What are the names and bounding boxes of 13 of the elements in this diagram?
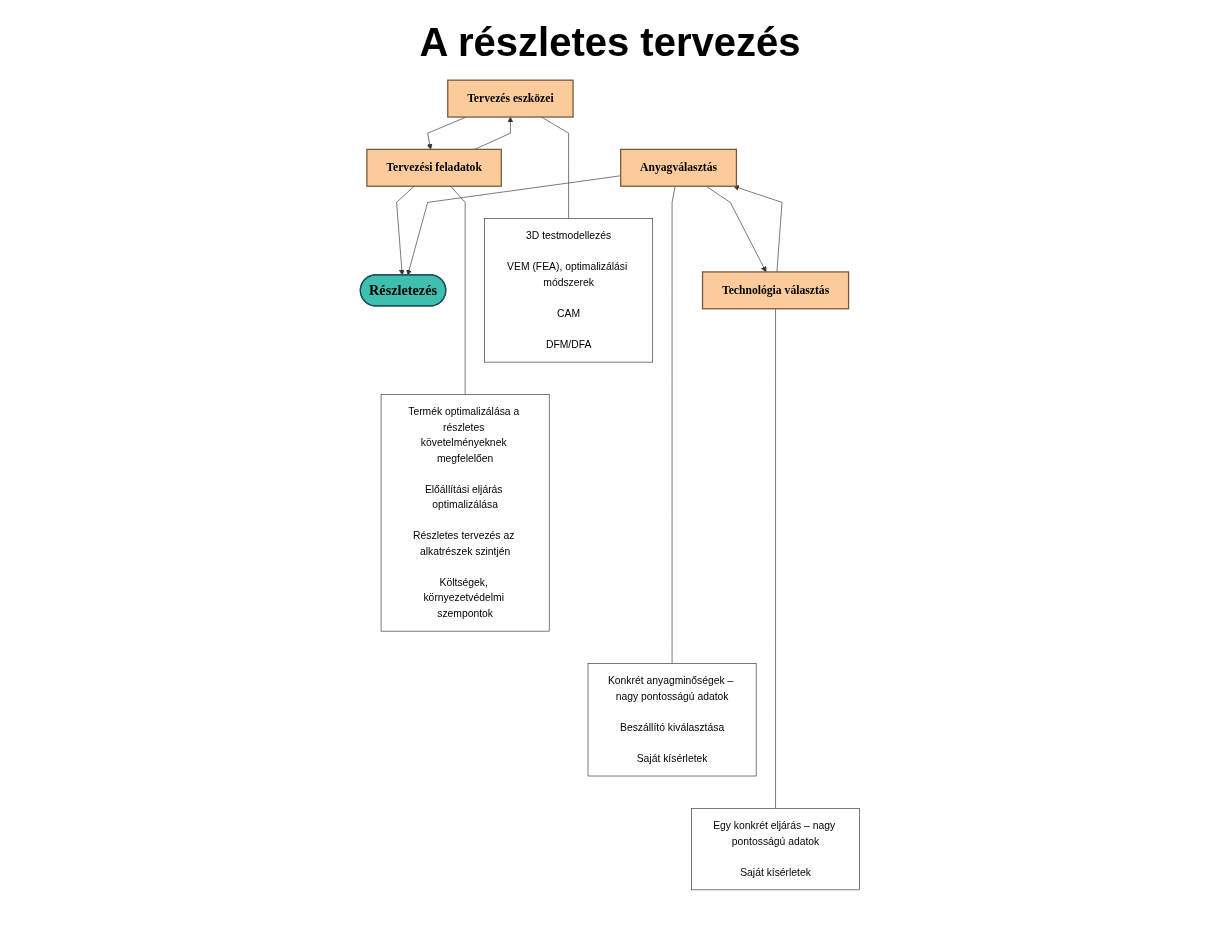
- connector: [450, 185, 466, 395]
- connector: [541, 116, 569, 219]
- connector: [775, 308, 776, 809]
- node-box: 3D testmodellezés VEM (FEA), optimalizálási módszerek CAM DFM/DFA: [484, 218, 653, 363]
- node-box: Termék optimalizálása a részletes követelményeknek megfelelően Előállítási eljárás optimalizálása Részletes tervezés az alkatrészek szintjén Költségek, környezetvédelmi szempontok: [380, 394, 550, 632]
- connector: [671, 185, 676, 664]
- node-box: Technológia választás: [701, 271, 850, 310]
- node-box: Tervezés eszközei: [447, 79, 574, 118]
- node-box: Konkrét anyagminőségek – nagy pontosságú adatok Beszállító kiválasztása Saját kísérletek: [587, 663, 757, 777]
- title: A részletes tervezés: [418, 20, 802, 65]
- node-box: Anyagválasztás: [620, 148, 738, 187]
- node-box: Egy konkrét eljárás – nagy pontosságú adatok Saját kísérletek: [691, 808, 860, 891]
- node-box: Tervezési feladatok: [366, 148, 502, 187]
